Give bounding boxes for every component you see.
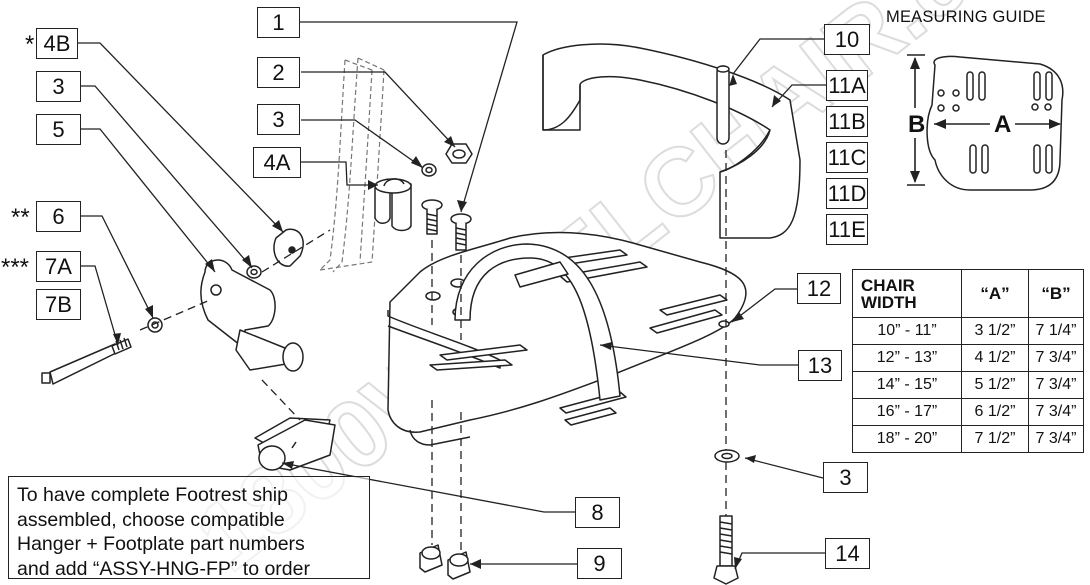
callout-7b: 7B (36, 289, 81, 320)
callout-3-left: 3 (36, 71, 81, 102)
part-hanger-bracket-5 (200, 259, 304, 372)
header-chair-width: CHAIR WIDTH (852, 269, 962, 318)
table-row: 14” - 15” 5 1/2” 7 3/4” (852, 371, 1084, 399)
table-row: 12” - 13” 4 1/2” 7 3/4” (852, 344, 1084, 372)
callout-10: 10 (824, 24, 870, 55)
note-line: To have complete Footrest ship (17, 484, 288, 506)
part-bolt-14 (713, 515, 739, 585)
measuring-label-b: B (908, 111, 925, 138)
table-row: 10” - 11” 3 1/2” 7 1/4” (852, 317, 1084, 345)
cell-b: 7 3/4” (1028, 425, 1084, 453)
callout-9: 9 (577, 548, 622, 579)
part-bolt-7 (41, 337, 132, 385)
cell-width: 16” - 17” (852, 398, 962, 426)
callout-4b: 4B (36, 28, 78, 59)
cell-b: 7 1/4” (1028, 317, 1084, 345)
callout-12: 12 (797, 273, 841, 304)
asterisk-7a: *** (1, 254, 30, 281)
part-spacer-4b (273, 228, 304, 267)
cell-a: 5 1/2” (961, 371, 1029, 399)
callout-11e: 11E (826, 214, 868, 245)
cell-b: 7 3/4” (1028, 344, 1084, 372)
part-tube-8 (254, 417, 336, 471)
asterisk-6: ** (11, 204, 30, 231)
callout-13: 13 (798, 350, 842, 381)
table-header-row: CHAIR WIDTH “A” “B” (852, 269, 1084, 318)
part-clamp-4a (374, 178, 412, 232)
part-washer-6 (147, 317, 163, 333)
cell-width: 14” - 15” (852, 371, 962, 399)
callout-8: 8 (575, 497, 620, 528)
asterisk-4b: * (25, 31, 35, 58)
cell-a: 4 1/2” (961, 344, 1029, 372)
part-bolt-1 (421, 199, 472, 251)
measuring-guide-title: MEASURING GUIDE (886, 8, 1046, 26)
part-post-10 (716, 65, 730, 145)
callout-5: 5 (36, 114, 81, 145)
callout-4a: 4A (253, 147, 301, 178)
callout-2: 2 (257, 57, 300, 88)
table-row: 16” - 17” 6 1/2” 7 3/4” (852, 398, 1084, 426)
header-a: “A” (961, 269, 1029, 318)
callout-11a: 11A (826, 70, 868, 101)
leader-arrowheads (113, 74, 781, 569)
cell-b: 7 3/4” (1028, 371, 1084, 399)
part-calf-pad-11 (542, 43, 801, 239)
callout-3-right: 3 (823, 462, 868, 493)
cell-b: 7 3/4” (1028, 398, 1084, 426)
callout-6: 6 (36, 201, 81, 232)
part-washer-3-left (246, 265, 262, 279)
cell-a: 7 1/2” (961, 425, 1029, 453)
cell-width: 12” - 13” (852, 344, 962, 372)
cell-a: 6 1/2” (961, 398, 1029, 426)
callout-11d: 11D (826, 178, 868, 209)
assembly-note: To have complete Footrest ship assembled… (8, 476, 370, 580)
table-row: 18” - 20” 7 1/2” 7 3/4” (852, 425, 1084, 453)
callout-14: 14 (825, 538, 870, 569)
assembly-axes (139, 150, 727, 550)
cell-a: 3 1/2” (961, 317, 1029, 345)
cell-width: 18” - 20” (852, 425, 962, 453)
part-heel-strap-13 (454, 243, 621, 401)
callout-1: 1 (257, 7, 300, 38)
part-washer-3-top (421, 163, 437, 177)
callout-11c: 11C (826, 142, 868, 173)
cell-width: 10” - 11” (852, 317, 962, 345)
part-nuts-9 (419, 544, 471, 580)
hanger-frame-outline (319, 57, 385, 273)
header-b: “B” (1028, 269, 1084, 318)
part-washer-3-right (714, 449, 740, 463)
part-nut-2 (445, 143, 473, 164)
chair-width-table: CHAIR WIDTH “A” “B” 10” - 11” 3 1/2” 7 1… (852, 269, 1084, 453)
measuring-guide-arrowheads (910, 57, 1061, 183)
callout-11b: 11B (826, 106, 868, 137)
note-line: Hanger + Footplate part numbers (17, 533, 305, 555)
measuring-guide-plate (926, 55, 1064, 191)
measuring-label-a: A (994, 111, 1011, 138)
callout-3-top: 3 (257, 104, 300, 135)
note-line: assembled, choose compatible (17, 508, 285, 531)
callout-7a: 7A (36, 251, 81, 282)
note-line: and add “ASSY-HNG-FP” to order (17, 557, 310, 580)
